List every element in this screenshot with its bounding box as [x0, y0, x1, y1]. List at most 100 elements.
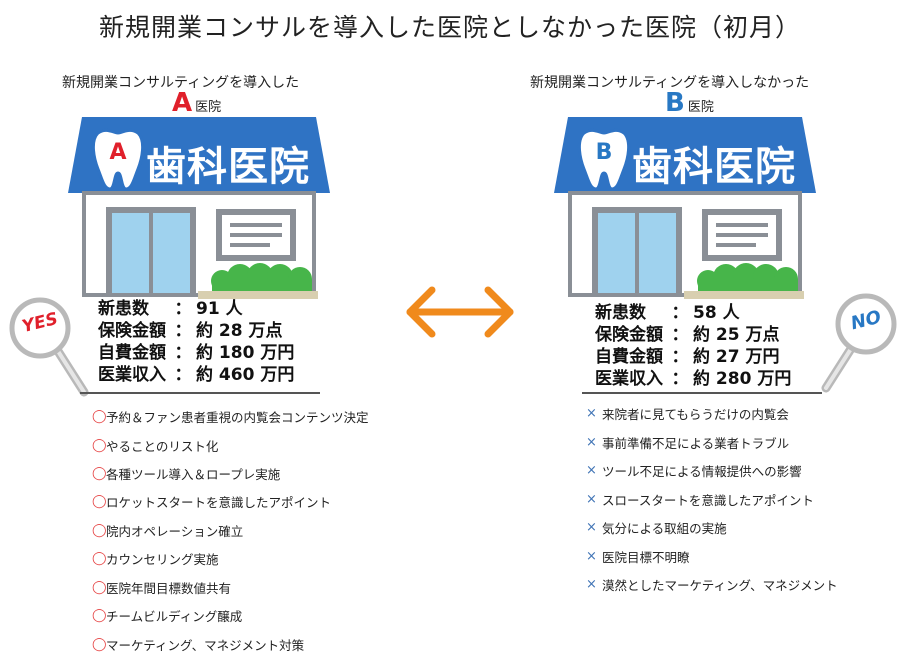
clinic-a-notice-line — [230, 243, 270, 247]
list-item-text: やることのリスト化 — [106, 438, 219, 454]
stat-label: 自費金額 — [595, 347, 663, 367]
list-item-text: マーケティング、マネジメント対策 — [106, 637, 305, 653]
list-item-text: カウンセリング実施 — [106, 552, 219, 567]
stat-label: 自費金額 — [98, 343, 166, 363]
list-item-text: ツール不足による情報提供への影響 — [602, 464, 802, 479]
list-item-text: 医院年間目標数値共有 — [106, 580, 232, 596]
list-item: ×気分による取組の実施 — [586, 513, 838, 542]
stat-row: 新患数：91 人 — [98, 298, 294, 320]
clinic-a-bushes — [211, 263, 312, 293]
circle-mark-icon: ◯ — [92, 409, 107, 424]
list-item: ×ツール不足による情報提供への影響 — [586, 456, 838, 485]
stat-label: 保険金額 — [595, 325, 663, 345]
circle-mark-icon: ◯ — [92, 551, 107, 566]
stat-row: 保険金額：約 25 万点 — [595, 324, 791, 346]
clinic-b-divider — [582, 392, 822, 394]
tooth-icon — [577, 128, 631, 191]
clinic-b-name: B 医院 — [665, 88, 714, 118]
clinic-a-checklist: ◯予約＆ファン患者重視の内覧会コンテンツ決定 ◯やることのリスト化 ◯各種ツール… — [92, 402, 369, 658]
list-item: ◯予約＆ファン患者重視の内覧会コンテンツ決定 — [92, 402, 369, 431]
list-item-text: スロースタートを意識したアポイント — [602, 492, 814, 508]
clinic-a-caption: 新規開業コンサルティングを導入した — [62, 75, 300, 91]
clinic-b-notice-line — [716, 243, 756, 247]
circle-mark-icon: ◯ — [92, 465, 107, 481]
clinic-b-door-left — [598, 213, 635, 293]
circle-mark-icon: ◯ — [92, 636, 107, 652]
list-item: ◯やることのリスト化 — [92, 431, 369, 459]
clinic-b-ground — [684, 291, 804, 299]
list-item-text: 各種ツール導入＆ロープレ実施 — [106, 466, 281, 482]
list-item-text: チームビルディング醸成 — [106, 609, 243, 624]
circle-mark-icon: ◯ — [92, 494, 107, 509]
cross-mark-icon: × — [586, 406, 597, 421]
stat-value: 約 280 万円 — [693, 369, 792, 389]
clinic-a-door-right — [153, 213, 190, 293]
list-item-text: 漠然としたマーケティング、マネジメント — [602, 578, 838, 593]
list-item: ◯ロケットスタートを意識したアポイント — [92, 487, 369, 516]
clinic-a-notice-line — [230, 233, 282, 237]
circle-mark-icon: ◯ — [92, 579, 107, 595]
stat-label: 新患数 — [98, 299, 149, 319]
circle-mark-icon: ◯ — [92, 437, 107, 453]
stat-colon: ： — [671, 369, 689, 389]
stat-value: 約 27 万円 — [693, 347, 780, 367]
clinic-b-door-right — [639, 213, 676, 293]
clinic-a-sign: 歯科医院 — [146, 144, 310, 190]
cross-mark-icon: × — [586, 434, 597, 450]
clinic-a-building — [68, 117, 330, 299]
list-item: ◯カウンセリング実施 — [92, 544, 369, 573]
list-item: × 来院者に見てもらうだけの内覧会 — [586, 399, 838, 428]
stat-row: 保険金額：約 28 万点 — [98, 320, 294, 342]
stat-colon: ： — [671, 347, 689, 367]
list-item: ◯各種ツール導入＆ロープレ実施 — [92, 459, 369, 487]
clinic-a-door-left — [112, 213, 149, 293]
clinic-b-letter: B — [665, 88, 685, 118]
list-item: ×スロースタートを意識したアポイント — [586, 485, 838, 513]
list-item: ◯マーケティング、マネジメント対策 — [92, 630, 369, 658]
stat-label: 医業収入 — [595, 369, 663, 389]
stat-colon: ： — [671, 325, 689, 345]
cross-mark-icon: × — [586, 520, 597, 535]
stat-colon: ： — [174, 343, 192, 363]
stat-label: 新患数 — [595, 303, 646, 323]
clinic-a-ground — [198, 291, 318, 299]
clinic-b-building — [554, 117, 816, 299]
stat-value: 91 人 — [196, 299, 243, 319]
stat-label: 保険金額 — [98, 321, 166, 341]
list-item-text: 事前準備不足による業者トラブル — [602, 435, 790, 451]
page-title: 新規開業コンサルを導入した医院としなかった医院（初月） — [98, 13, 801, 42]
stat-value: 58 人 — [693, 303, 740, 323]
stat-value: 約 180 万円 — [196, 343, 295, 363]
clinic-a-tooth-letter: A — [109, 140, 127, 165]
circle-mark-icon: ◯ — [92, 522, 107, 538]
stat-row: 新患数 ：58 人 — [595, 302, 791, 324]
clinic-b-tooth-letter: B — [595, 140, 613, 165]
double-arrow-icon — [406, 286, 514, 338]
stat-row: 医業収入：約 460 万円 — [98, 364, 294, 386]
clinic-b-notice-line — [716, 233, 768, 237]
list-item: × 事前準備不足による業者トラブル — [586, 428, 838, 456]
stat-row: 自費金額 ：約 27 万円 — [595, 346, 791, 368]
clinic-a-name: A 医院 — [172, 88, 221, 118]
list-item-text: 院内オペレーション確立 — [106, 523, 244, 539]
clinic-a-suffix: 医院 — [195, 100, 222, 115]
list-item-text: ロケットスタートを意識したアポイント — [106, 495, 332, 510]
clinic-a-notice-line — [230, 223, 282, 227]
clinic-b-sign: 歯科医院 — [632, 144, 796, 190]
stat-label: 医業収入 — [98, 365, 166, 385]
clinic-a-divider — [80, 392, 320, 394]
list-item: × 漠然としたマーケティング、マネジメント — [586, 570, 838, 599]
cross-mark-icon: × — [586, 577, 597, 592]
list-item-text: 医院目標不明瞭 — [602, 549, 690, 565]
list-item-text: 来院者に見てもらうだけの内覧会 — [602, 407, 789, 422]
list-item: ◯院内オペレーション確立 — [92, 516, 369, 544]
stat-colon: ： — [671, 303, 689, 323]
stat-value: 約 28 万点 — [196, 321, 283, 341]
stat-row: 自費金額 ：約 180 万円 — [98, 342, 294, 364]
clinic-b-suffix: 医院 — [687, 100, 714, 115]
clinic-b-checklist: ×来院者に見てもらうだけの内覧会 ×事前準備不足による業者トラブル ×ツール不足… — [586, 399, 838, 599]
yes-paddle-icon — [9, 297, 89, 397]
clinic-b-stats: 新患数：58 人 保険金額：約 25 万点 自費金額：約 27 万円 医業収入：… — [595, 302, 791, 390]
stat-row: 医業収入 ：約 280 万円 — [595, 368, 791, 390]
list-item: ×医院目標不明瞭 — [586, 542, 838, 570]
